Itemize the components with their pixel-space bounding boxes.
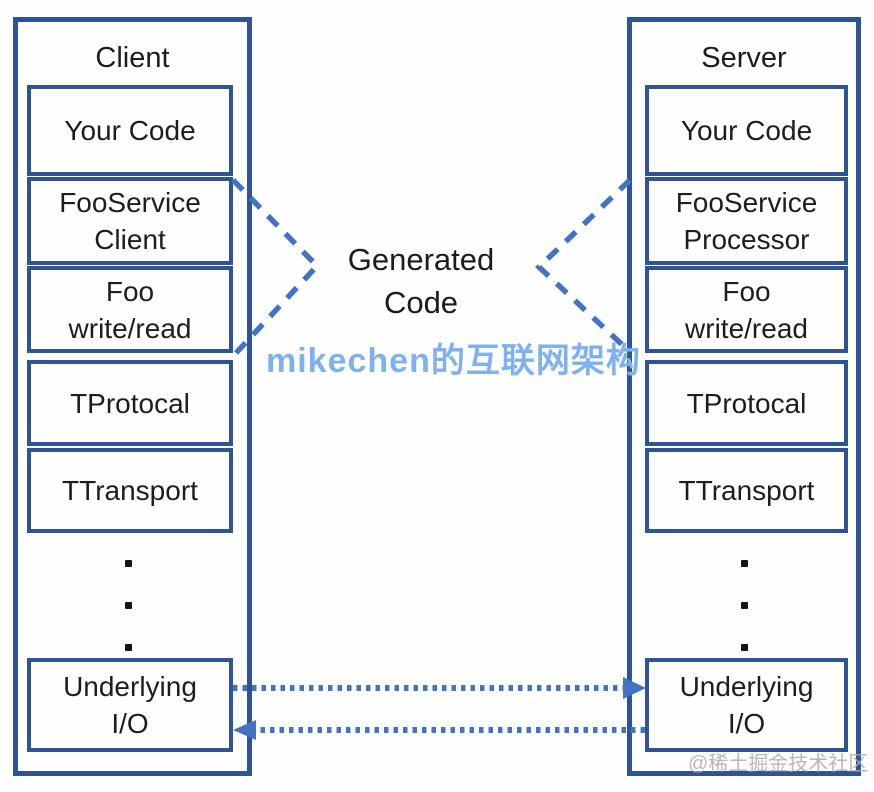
client-ellipsis-dot xyxy=(125,602,132,609)
client-layer-underlying-io: Underlying I/O xyxy=(27,658,233,752)
watermark-juejin: @稀土掘金技术社区 xyxy=(688,753,869,775)
client-title: Client xyxy=(95,42,170,74)
server-layer-tprotocal: TProtocal xyxy=(645,360,848,446)
generated-code-label: Generated Code xyxy=(321,238,521,324)
client-layer-your-code: Your Code xyxy=(27,85,233,176)
client-layer-fooservice: FooService Client xyxy=(27,177,233,265)
chevron-dashed-server-to-generated-code xyxy=(534,178,632,355)
server-layer-foo-write-read: Foo write/read xyxy=(645,266,848,353)
generated-code-line2: Code xyxy=(383,285,459,320)
server-layer-ttransport: TTransport xyxy=(645,448,848,533)
server-title: Server xyxy=(701,42,787,74)
generated-code-line1: Generated xyxy=(347,242,495,277)
server-ellipsis-dot xyxy=(741,644,748,651)
server-ellipsis-dot xyxy=(741,560,748,567)
server-ellipsis-dot xyxy=(741,602,748,609)
server-layer-underlying-io: Underlying I/O xyxy=(645,658,848,752)
client-layer-ttransport: TTransport xyxy=(27,448,233,533)
server-layer-fooservice: FooService Processor xyxy=(645,177,848,265)
client-layer-foo-write-read: Foo write/read xyxy=(27,266,233,353)
client-layer-tprotocal: TProtocal xyxy=(27,360,233,446)
client-ellipsis-dot xyxy=(125,560,132,567)
server-layer-your-code: Your Code xyxy=(645,85,848,176)
client-ellipsis-dot xyxy=(125,644,132,651)
watermark-mikechen: mikechen的互联网架构 xyxy=(266,342,641,380)
